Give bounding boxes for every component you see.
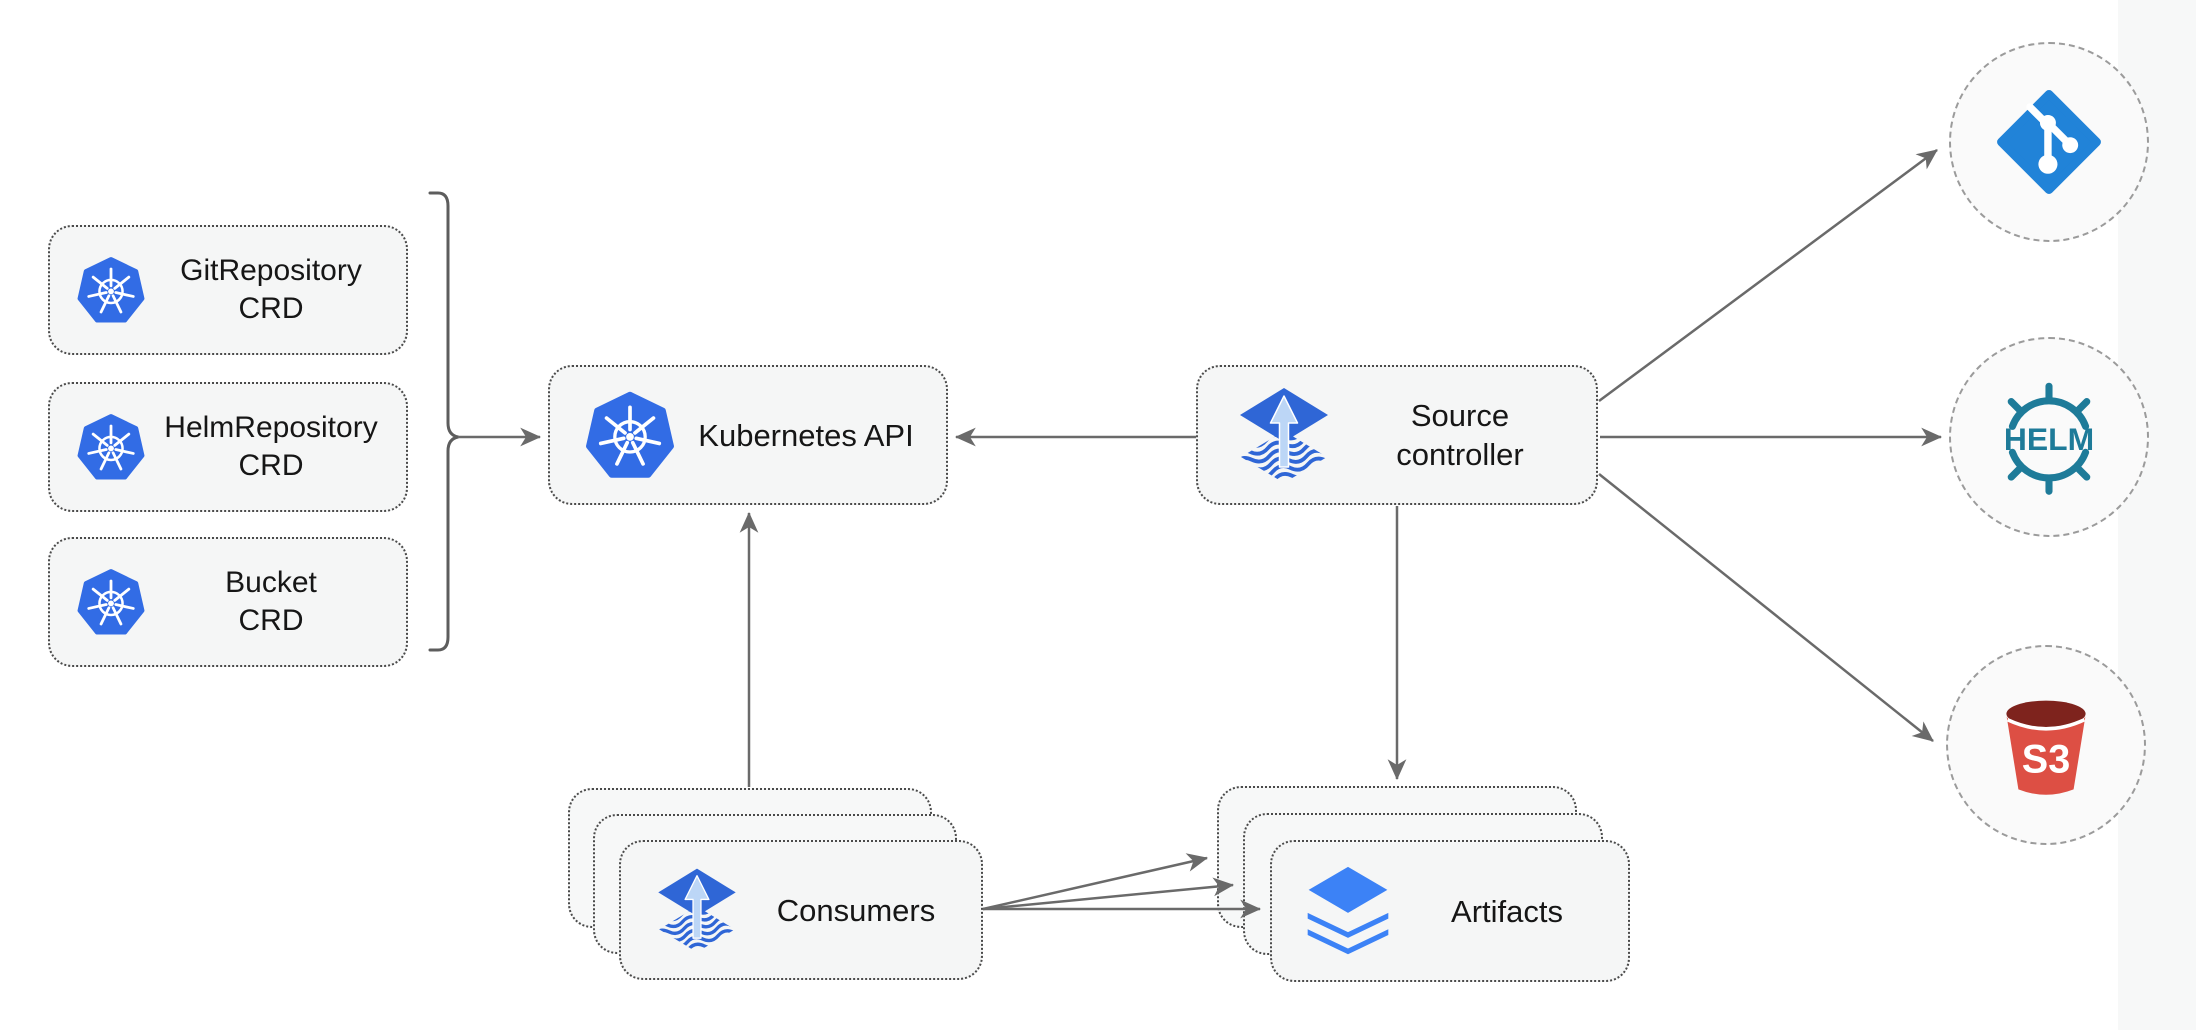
crd-helmrepository-label: HelmRepository CRD <box>146 409 406 485</box>
kubernetes-api-label: Kubernetes API <box>698 417 914 453</box>
arrow-source-to-git <box>1598 148 1938 403</box>
crd-label-line1: Bucket <box>225 566 317 599</box>
kubernetes-icon <box>76 567 146 637</box>
kubernetes-icon <box>584 389 676 481</box>
crd-helmrepository-node: HelmRepository CRD <box>48 382 408 512</box>
kubernetes-icon <box>76 255 146 325</box>
helm-wheel-icon: HELM <box>2004 382 2094 495</box>
crd-label-line2: CRD <box>238 449 304 482</box>
artifacts-label: Artifacts <box>1451 893 1563 929</box>
arrow-consumers-to-artifacts-back <box>982 853 1209 911</box>
s3-label: S3 <box>2022 738 2070 782</box>
s3-source-node: S3 <box>1946 645 2146 845</box>
crd-label-line2: CRD <box>238 604 304 637</box>
source-controller-line1: Source <box>1410 398 1510 433</box>
git-source-node <box>1949 42 2149 242</box>
crd-gitrepository-node: GitRepository CRD <box>48 225 408 355</box>
crd-label-line2: CRD <box>238 292 304 325</box>
artifacts-node: Artifacts <box>1270 840 1630 982</box>
source-controller-line2: controller <box>1396 437 1524 472</box>
flux-icon <box>653 866 741 954</box>
consumers-node: Consumers <box>619 840 983 980</box>
kubernetes-icon <box>76 412 146 482</box>
flux-icon <box>1234 385 1334 485</box>
consumers-label: Consumers <box>776 892 936 928</box>
layers-icon <box>1300 863 1396 959</box>
s3-bucket-icon: S3 <box>2006 700 2086 795</box>
crd-group-bracket <box>428 191 460 652</box>
crd-bucket-node: Bucket CRD <box>48 537 408 667</box>
kubernetes-api-node: Kubernetes API <box>548 365 948 505</box>
source-controller-label: Source controller <box>1334 396 1596 474</box>
crd-gitrepository-label: GitRepository CRD <box>146 252 406 328</box>
arrow-consumers-to-artifacts-middle <box>982 877 1235 911</box>
helm-source-node: HELM <box>1949 337 2149 537</box>
crd-label-line1: HelmRepository <box>164 411 378 444</box>
arrow-source-to-s3 <box>1598 473 1934 742</box>
crd-label-line1: GitRepository <box>180 254 362 287</box>
source-controller-node: Source controller <box>1196 365 1598 505</box>
git-icon <box>1997 90 2101 194</box>
crd-bucket-label: Bucket CRD <box>146 564 406 640</box>
helm-label: HELM <box>2004 421 2094 457</box>
